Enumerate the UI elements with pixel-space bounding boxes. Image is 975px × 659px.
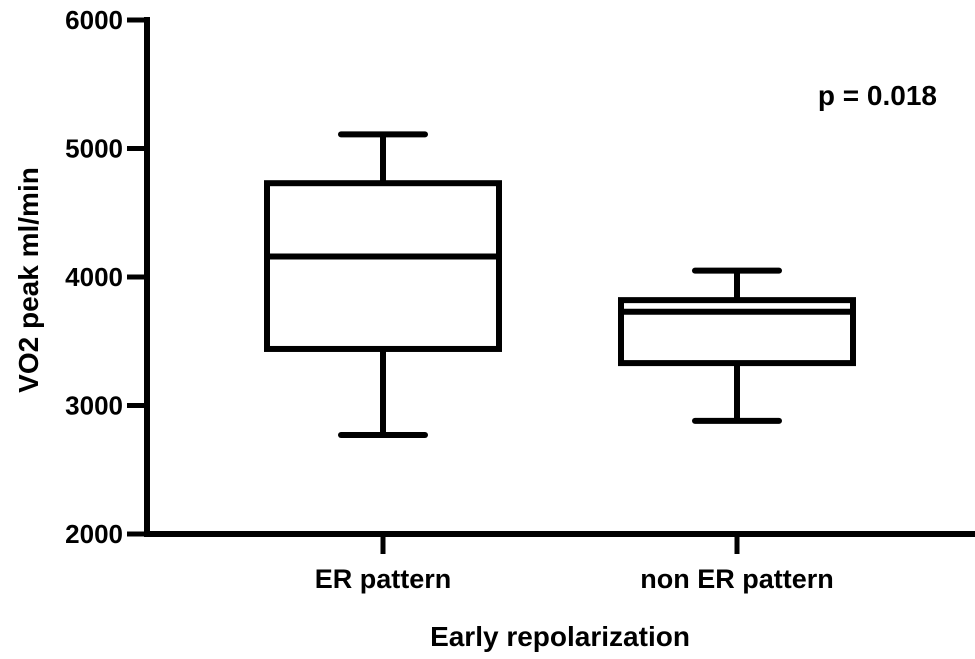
x-category-label: ER pattern [315,564,452,594]
x-ticks: ER pattern non ER pattern [315,534,834,594]
y-ticks: 2000 3000 4000 5000 6000 [65,5,147,549]
iqr-box [264,180,502,352]
x-axis-title: Early repolarization [430,621,690,652]
y-tick-label: 4000 [65,262,123,292]
p-value-annotation: p = 0.018 [818,80,937,111]
y-tick-label: 6000 [65,5,123,35]
box-group [264,131,502,439]
box-group [618,267,856,424]
y-tick-label: 3000 [65,391,123,421]
y-tick-label: 5000 [65,134,123,164]
y-tick-label: 2000 [65,519,123,549]
x-category-label: non ER pattern [640,564,834,594]
boxes [264,131,856,439]
y-axis-title: VO2 peak ml/min [13,167,44,393]
